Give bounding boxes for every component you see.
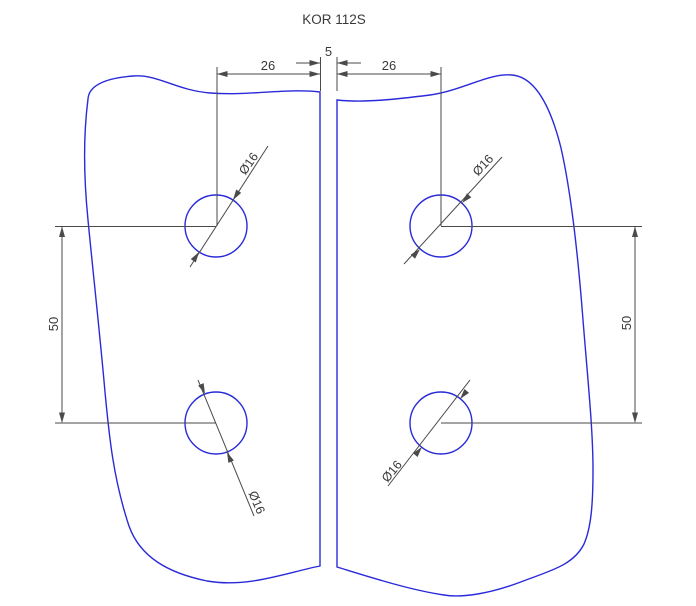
- hole-diameter-label-top-left: Ø16: [236, 150, 261, 177]
- dim-label-right-26: 26: [382, 58, 396, 73]
- arrow-icon: [217, 71, 228, 77]
- dim-label-left-50: 50: [46, 317, 61, 331]
- arrow-icon: [430, 71, 441, 77]
- arrow-icon: [337, 71, 348, 77]
- arrow-icon: [309, 71, 320, 77]
- leader-line-top-left-hole: [189, 145, 269, 268]
- arrow-icon: [457, 389, 470, 401]
- arrow-icon: [632, 412, 638, 423]
- leader-line-top-right-hole: [403, 156, 503, 265]
- hole-diameter-label-bottom-right: Ø16: [379, 458, 405, 485]
- left-panel-outline: [83, 75, 321, 584]
- hole-diameter-label-top-right: Ø16: [470, 152, 496, 179]
- dimension-labels: 26 5 26 50 50 Ø16 Ø16 Ø16 Ø16: [46, 44, 634, 516]
- arrow-icon: [309, 60, 320, 66]
- right-panel-outline: [336, 74, 594, 597]
- arrow-icon: [59, 226, 65, 237]
- arrow-icon: [59, 412, 65, 423]
- dimension-arrowheads: [59, 60, 638, 463]
- glass-panels: [83, 74, 594, 597]
- dim-label-gap-5: 5: [325, 44, 332, 59]
- drawing-title: KOR 112S: [302, 12, 366, 27]
- leader-line-bottom-left-hole: [197, 379, 255, 517]
- arrow-icon: [632, 226, 638, 237]
- arrow-icon: [337, 60, 348, 66]
- dim-label-left-26: 26: [261, 58, 275, 73]
- dim-label-right-50: 50: [619, 316, 634, 330]
- leader-line-bottom-right-hole: [387, 379, 471, 487]
